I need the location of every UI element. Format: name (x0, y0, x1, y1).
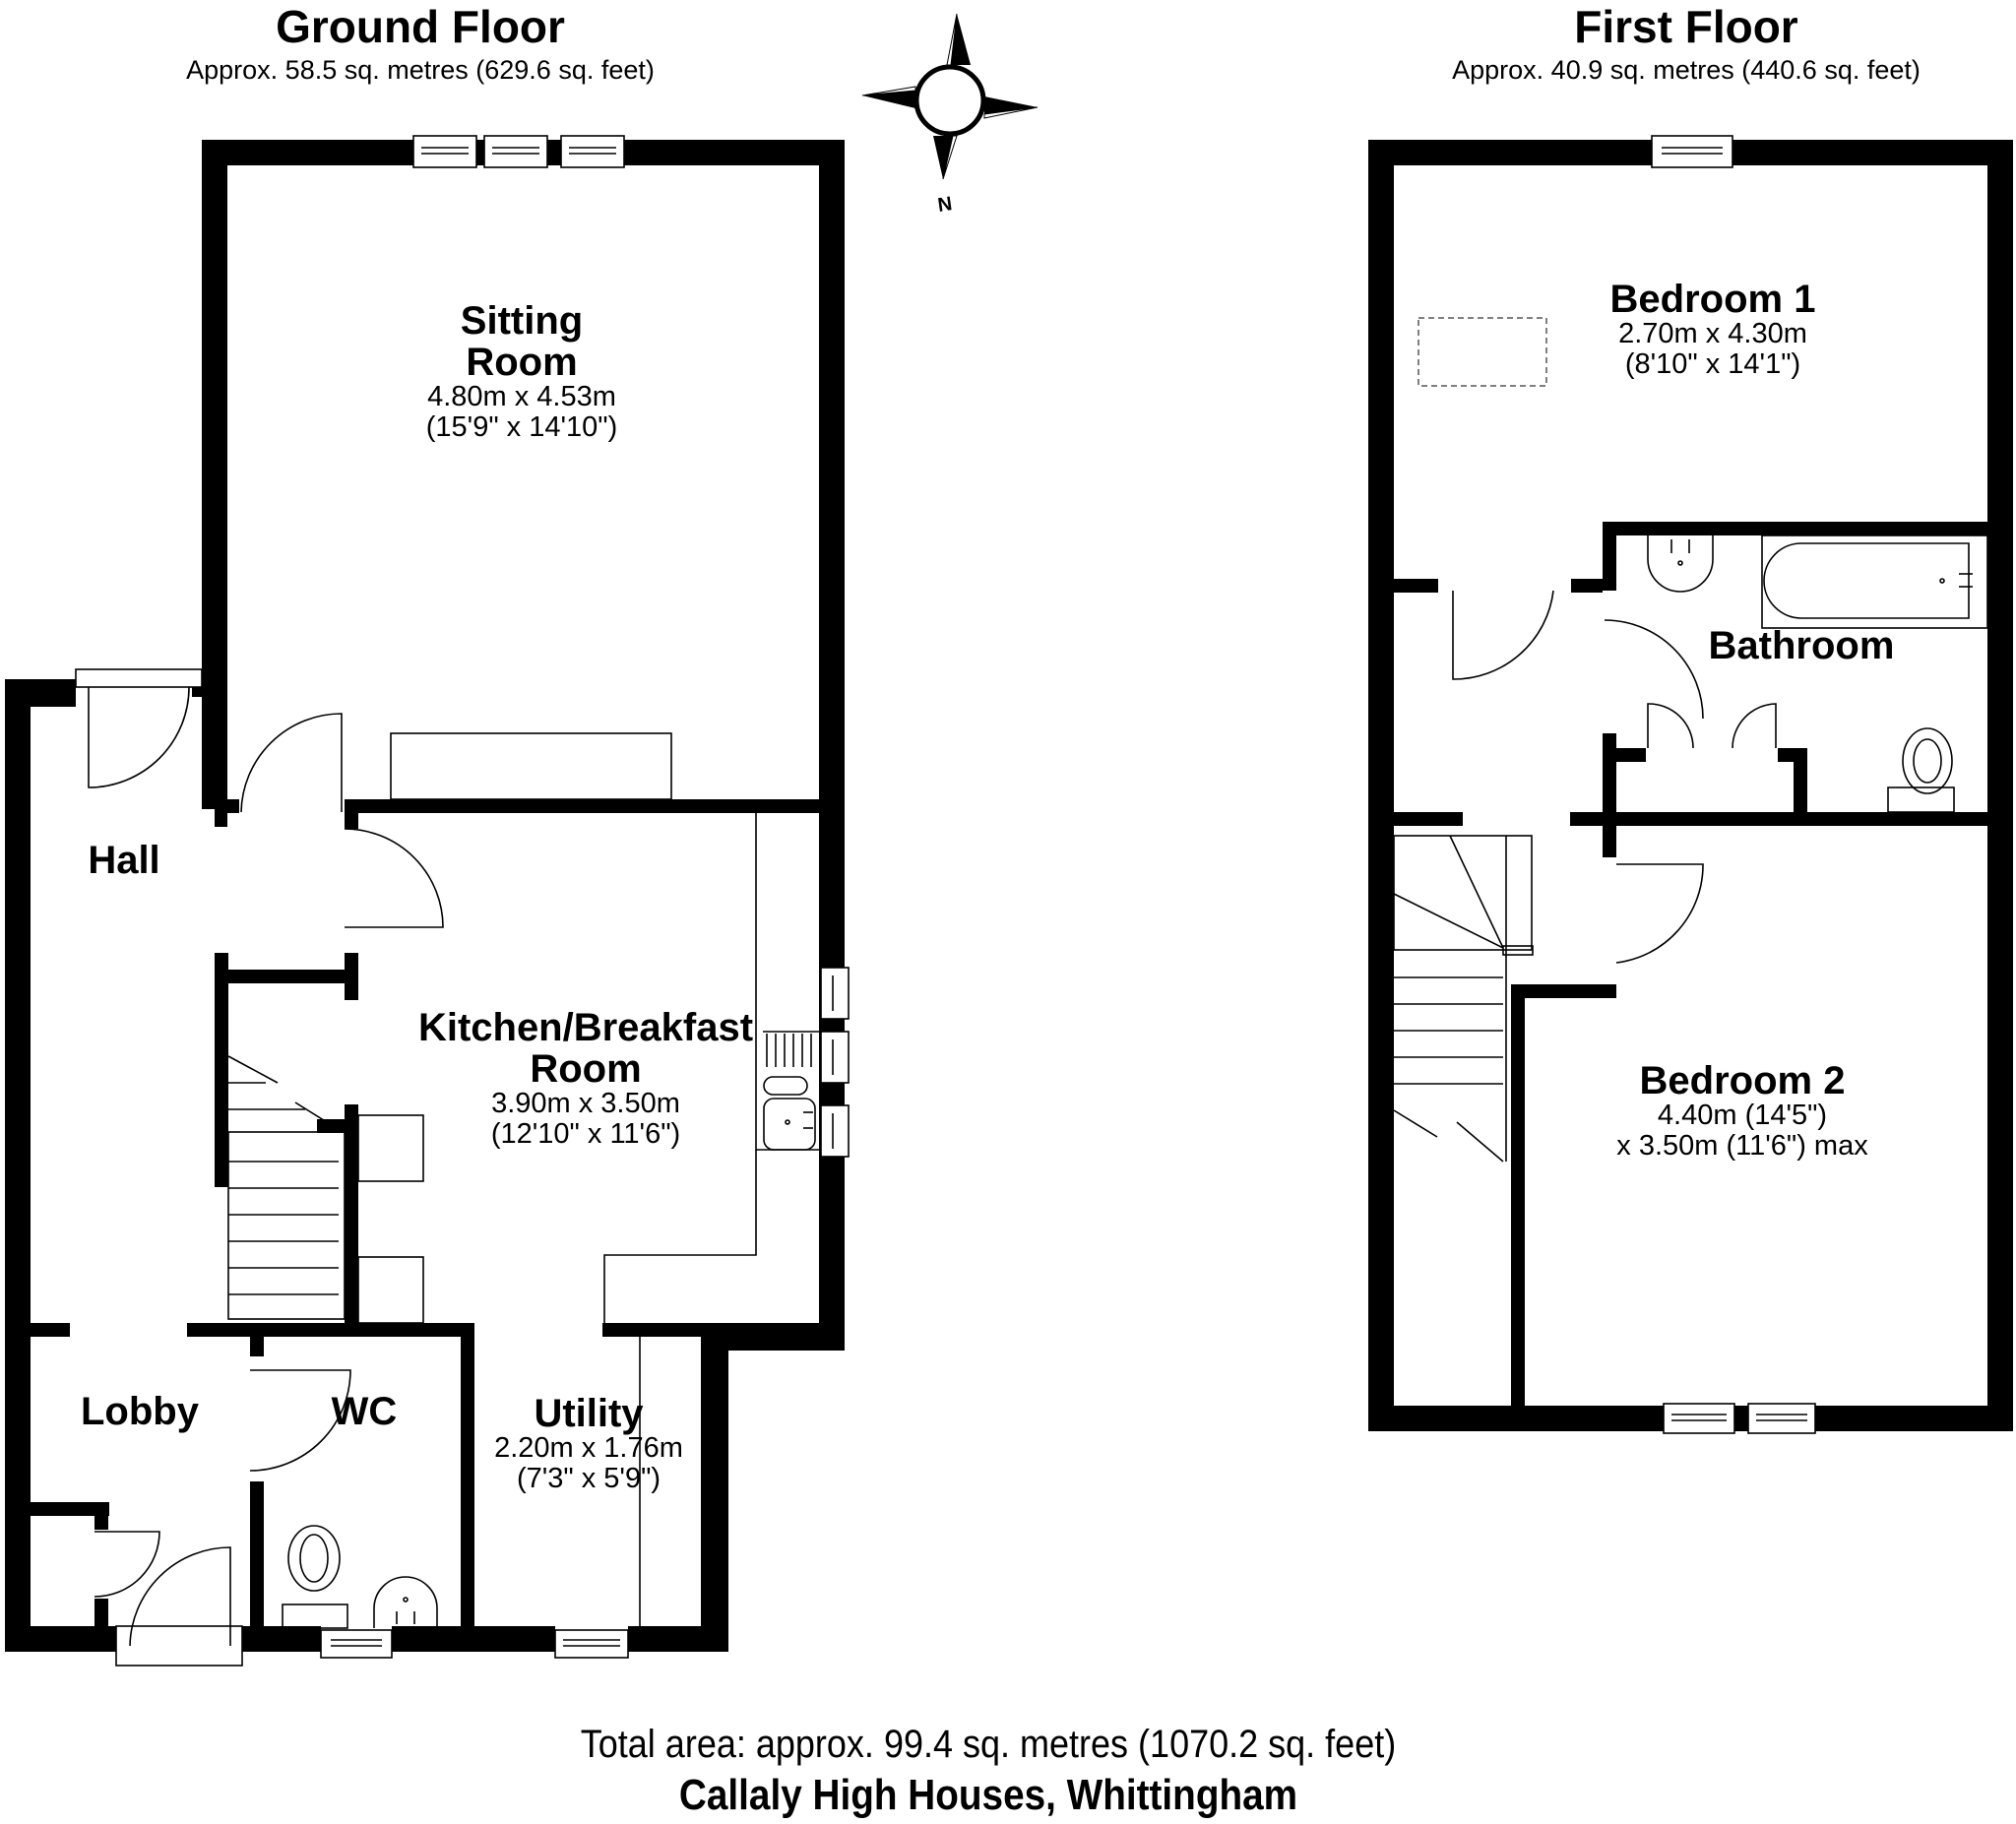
room-sitting-room: Sitting Room 4.80m x 4.53m (15'9" x 14'1… (374, 301, 669, 444)
bathroom-toilet (1887, 727, 1955, 813)
room-dimensions-line1: 4.40m (14'5") (1657, 1100, 1828, 1131)
room-utility: Utility 2.20m x 1.76m (7'3" x 5'9") (461, 1394, 717, 1495)
room-bathroom: Bathroom (1708, 624, 1895, 667)
room-dimensions-imperial: (7'3" x 5'9") (516, 1463, 662, 1495)
wc-basin (373, 1576, 438, 1628)
room-name: Room (466, 341, 578, 384)
room-dimensions-imperial: (15'9" x 14'10") (425, 411, 618, 444)
room-bedroom-2: Bedroom 2 4.40m (14'5") x 3.50m (11'6") … (1575, 1061, 1910, 1163)
room-name: Room (530, 1047, 642, 1091)
room-dimensions-metric: 4.80m x 4.53m (427, 381, 616, 412)
room-dimensions-metric: 2.70m x 4.30m (1618, 318, 1807, 349)
kitchen-sink (763, 1034, 816, 1151)
bathroom-bath (1761, 535, 1988, 629)
first-floor-area: Approx. 40.9 sq. metres (440.6 sq. feet) (1452, 55, 1921, 85)
room-name: Sitting (460, 299, 584, 343)
room-name: Kitchen/Breakfast (417, 1006, 754, 1049)
room-dimensions-imperial: (12'10" x 11'6") (490, 1118, 681, 1151)
ground-floor-plan (5, 135, 850, 1667)
first-floor-title: First Floor (1574, 1, 1798, 52)
wc-toilet (282, 1525, 348, 1629)
first-floor-plan (1368, 135, 2013, 1434)
room-name: Bedroom 1 (1609, 278, 1816, 321)
room-kitchen-breakfast: Kitchen/Breakfast Room 3.90m x 3.50m (12… (389, 1008, 783, 1151)
bathroom-basin (1647, 535, 1714, 593)
compass-rose-icon (861, 13, 1039, 180)
room-name: Utility (534, 1392, 644, 1435)
room-hall: Hall (88, 839, 160, 882)
total-area: Total area: approx. 99.4 sq. metres (107… (580, 1723, 1397, 1766)
ground-floor-area: Approx. 58.5 sq. metres (629.6 sq. feet) (186, 55, 655, 85)
room-dimensions-metric: 2.20m x 1.76m (494, 1432, 683, 1464)
property-address: Callaly High Houses, Whittingham (678, 1771, 1298, 1819)
room-wc: WC (331, 1390, 398, 1433)
ground-floor-title: Ground Floor (276, 1, 565, 52)
room-lobby: Lobby (81, 1390, 199, 1433)
room-dimensions-line2: x 3.50m (11'6") max (1616, 1130, 1868, 1163)
first-floor-staircase (1393, 835, 1534, 1163)
ground-floor-staircase (227, 1055, 346, 1320)
room-name: Bedroom 2 (1639, 1059, 1846, 1102)
room-dimensions-imperial: (8'10" x 14'1") (1624, 348, 1801, 381)
room-dimensions-metric: 3.90m x 3.50m (491, 1088, 680, 1119)
room-bedroom-1: Bedroom 1 2.70m x 4.30m (8'10" x 14'1") (1555, 280, 1870, 381)
